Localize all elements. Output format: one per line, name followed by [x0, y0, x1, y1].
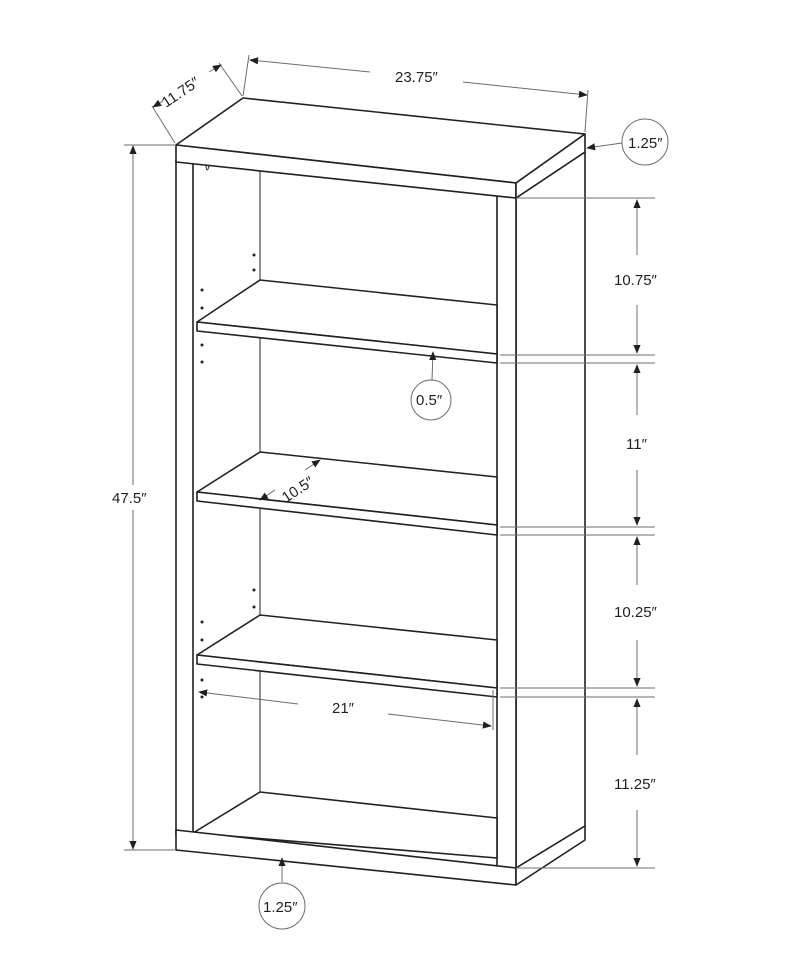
gap-1-label: 10.75″ — [614, 272, 658, 289]
gap-2-label: 11″ — [626, 436, 648, 453]
base-plinth-side — [515, 825, 586, 886]
top-thickness-label: 1.25″ — [628, 135, 663, 152]
top-side-edge — [515, 133, 586, 199]
shelf-1 — [196, 279, 498, 364]
shelf-pin-holes — [200, 165, 256, 699]
gap-3-label: 10.25″ — [614, 604, 658, 621]
left-side-panel — [175, 159, 194, 836]
depth-label: 11.75″ — [159, 73, 204, 111]
dimension-lines — [124, 54, 669, 930]
shelf-3 — [196, 614, 498, 698]
inner-width-label: 21″ — [332, 700, 355, 717]
bottom-floor — [192, 791, 498, 859]
gap-4-label: 11.25″ — [614, 776, 656, 793]
right-front-panel — [496, 194, 517, 869]
height-label: 47.5″ — [112, 490, 147, 507]
shelf-thickness-label: 0.5″ — [416, 392, 443, 409]
right-side-panel — [515, 151, 586, 869]
width-label: 23.75″ — [395, 69, 439, 86]
base-thickness-label: 1.25″ — [263, 899, 298, 916]
shelf-2 — [196, 451, 498, 536]
bookcase-drawing — [175, 97, 586, 886]
